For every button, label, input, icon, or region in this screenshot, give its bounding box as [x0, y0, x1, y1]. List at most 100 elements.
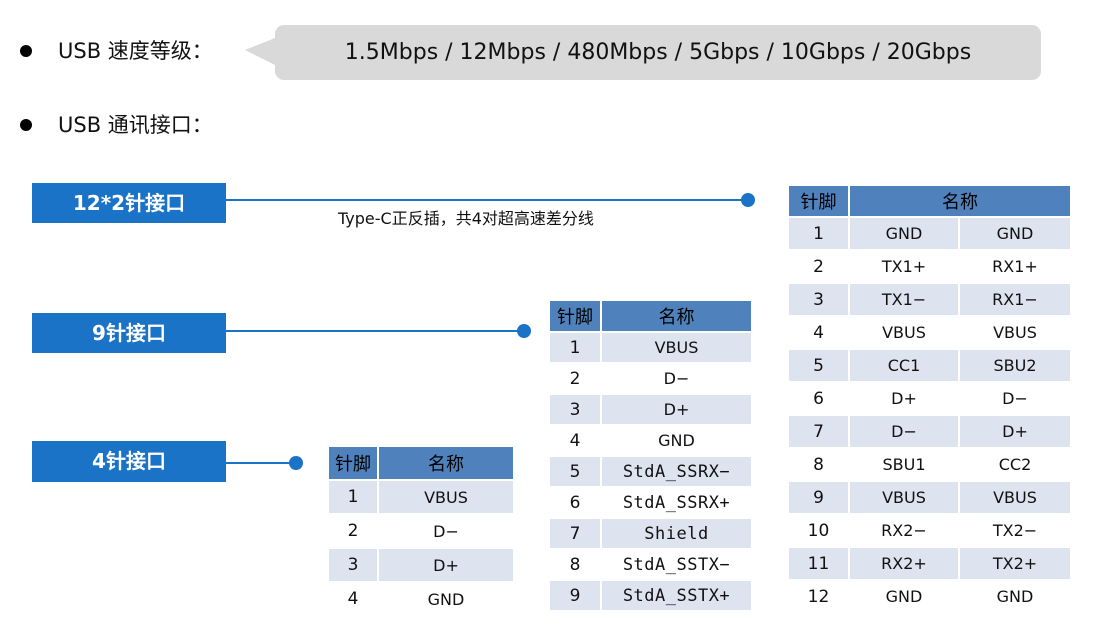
usb-speed-heading: USB 速度等级： — [58, 39, 213, 63]
table-row: 9 StdA_SSTX+ — [550, 579, 751, 610]
pin-number: 12 — [789, 579, 850, 612]
table-row: 7 Shield — [550, 517, 751, 548]
table-4pin: 针脚 名称 1 VBUS 2 D− 3 D+ 4 GND — [329, 447, 513, 615]
type-c-note: Type-C正反插，共4对超高速差分线 — [338, 209, 594, 228]
table-row: 5 CC1 SBU2 — [789, 348, 1070, 381]
pin-name: StdA_SSTX+ — [602, 579, 751, 610]
pin-name-b: TX2+ — [960, 546, 1070, 579]
connector-line-9pin — [226, 330, 524, 332]
pin-number: 8 — [789, 447, 850, 480]
pin-name-b: TX2− — [960, 513, 1070, 546]
connector-dot-24pin — [741, 193, 755, 207]
table-row: 3 D+ — [550, 393, 751, 424]
pin-name-b: D+ — [960, 414, 1070, 447]
pin-name-b: D− — [960, 381, 1070, 414]
pin-name-a: RX2− — [850, 513, 960, 546]
pin-number: 7 — [789, 414, 850, 447]
connector-line-24pin — [226, 199, 748, 201]
pin-name: VBUS — [602, 331, 751, 362]
header-name: 名称 — [379, 447, 513, 479]
pin-name: StdA_SSTX− — [602, 548, 751, 579]
table-row: 2 D− — [329, 513, 513, 547]
pin-number: 2 — [789, 249, 850, 282]
connector-dot-9pin — [517, 324, 531, 338]
pin-name-a: SBU1 — [850, 447, 960, 480]
header-pin: 针脚 — [789, 186, 850, 216]
pin-name-a: TX1+ — [850, 249, 960, 282]
connector-dot-4pin — [289, 456, 303, 470]
pin-number: 4 — [329, 581, 379, 615]
header-name: 名称 — [850, 186, 1070, 216]
pin-name-a: GND — [850, 579, 960, 612]
pin-name: StdA_SSRX+ — [602, 486, 751, 517]
table-row: 1 VBUS — [550, 331, 751, 362]
pin-name-b: RX1+ — [960, 249, 1070, 282]
pin-number: 10 — [789, 513, 850, 546]
pin-name: GND — [379, 581, 513, 615]
header-pin: 针脚 — [329, 447, 379, 479]
pin-name: D− — [379, 513, 513, 547]
table-24pin: 针脚 名称 1 GND GND 2 TX1+ RX1+ 3 TX1− RX1− … — [789, 186, 1070, 612]
pin-number: 4 — [550, 424, 602, 455]
pin-number: 3 — [329, 547, 379, 581]
pin-number: 6 — [789, 381, 850, 414]
header-pin: 针脚 — [550, 301, 602, 331]
table-row: 10 RX2− TX2− — [789, 513, 1070, 546]
table-row: 12 GND GND — [789, 579, 1070, 612]
pin-name: D+ — [602, 393, 751, 424]
table-row: 3 TX1− RX1− — [789, 282, 1070, 315]
pin-number: 5 — [550, 455, 602, 486]
pin-number: 4 — [789, 315, 850, 348]
pin-name-a: D+ — [850, 381, 960, 414]
table-row: 9 VBUS VBUS — [789, 480, 1070, 513]
pin-number: 1 — [550, 331, 602, 362]
pin-name-b: GND — [960, 216, 1070, 249]
table-row: 4 VBUS VBUS — [789, 315, 1070, 348]
pin-number: 7 — [550, 517, 602, 548]
header-name: 名称 — [602, 301, 751, 331]
pin-name-a: RX2+ — [850, 546, 960, 579]
pin-number: 3 — [550, 393, 602, 424]
bullet-dot — [20, 119, 32, 131]
table-9pin: 针脚 名称 1 VBUS 2 D− 3 D+ 4 GND 5 StdA_SSRX… — [550, 301, 751, 610]
pin-name-a: VBUS — [850, 315, 960, 348]
pin-number: 6 — [550, 486, 602, 517]
table-row: 7 D− D+ — [789, 414, 1070, 447]
pin-number: 2 — [329, 513, 379, 547]
pin-name-a: GND — [850, 216, 960, 249]
label-24pin: 12*2针接口 — [32, 183, 226, 223]
pin-number: 11 — [789, 546, 850, 579]
pin-name-b: RX1− — [960, 282, 1070, 315]
pin-name-b: SBU2 — [960, 348, 1070, 381]
table-row: 4 GND — [329, 581, 513, 615]
table-row: 1 VBUS — [329, 479, 513, 513]
pin-name-b: VBUS — [960, 480, 1070, 513]
pin-name-b: GND — [960, 579, 1070, 612]
connector-line-4pin — [226, 462, 296, 464]
pin-number: 2 — [550, 362, 602, 393]
table-row: 6 StdA_SSRX+ — [550, 486, 751, 517]
table-row: 11 RX2+ TX2+ — [789, 546, 1070, 579]
table-row: 8 StdA_SSTX− — [550, 548, 751, 579]
speed-bubble: 1.5Mbps / 12Mbps / 480Mbps / 5Gbps / 10G… — [275, 25, 1041, 80]
pin-number: 9 — [550, 579, 602, 610]
pin-name: Shield — [602, 517, 751, 548]
pin-name: StdA_SSRX− — [602, 455, 751, 486]
pin-name-a: VBUS — [850, 480, 960, 513]
label-9pin: 9针接口 — [32, 313, 226, 353]
table-row: 5 StdA_SSRX− — [550, 455, 751, 486]
table-row: 8 SBU1 CC2 — [789, 447, 1070, 480]
pin-number: 5 — [789, 348, 850, 381]
bullet-dot — [20, 45, 32, 57]
pin-number: 1 — [329, 479, 379, 513]
table-row: 3 D+ — [329, 547, 513, 581]
label-4pin: 4针接口 — [32, 441, 226, 482]
pin-name-a: TX1− — [850, 282, 960, 315]
pin-name: D− — [602, 362, 751, 393]
usb-interface-heading: USB 通讯接口： — [58, 113, 213, 137]
pin-name-a: CC1 — [850, 348, 960, 381]
table-row: 2 TX1+ RX1+ — [789, 249, 1070, 282]
pin-name: D+ — [379, 547, 513, 581]
pin-name-a: D− — [850, 414, 960, 447]
pin-name: GND — [602, 424, 751, 455]
